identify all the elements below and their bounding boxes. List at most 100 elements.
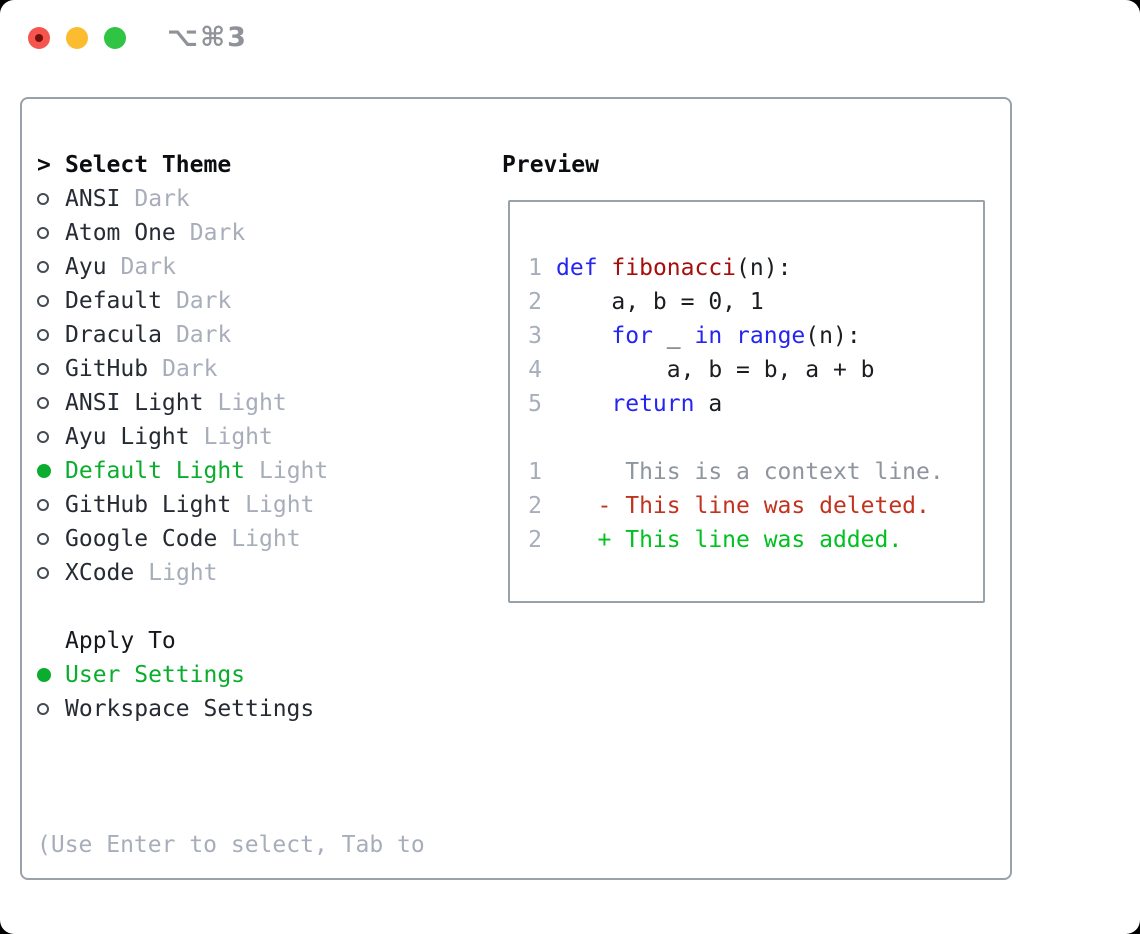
theme-name: Default [65,288,162,314]
theme-name: Ayu [65,254,107,280]
code-line: 1 def fibonacci(n): [528,251,983,285]
code-segment: for [611,323,653,349]
zoom-button[interactable] [104,27,126,49]
apply-option-label: User Settings [65,662,246,688]
spacer [37,590,425,624]
theme-variant-badge: Light [217,390,287,416]
apply-to-header: Apply To [37,624,425,658]
theme-name: ANSI [65,186,121,212]
theme-option[interactable]: Dracula Dark [37,318,425,352]
radio-icon [37,499,49,511]
theme-option[interactable]: Default Dark [37,284,425,318]
code-segment: return [611,391,695,417]
line-number: 5 [528,391,542,417]
code-segment: a, b = b, a + b [556,357,875,383]
theme-variant-badge: Dark [134,186,190,212]
theme-option[interactable]: ANSI Dark [37,182,425,216]
code-segment: fibonacci [611,255,737,281]
theme-list-header: > Select Theme [37,148,425,182]
code-segment [598,255,612,281]
window-title: ⌥⌘3 [167,22,248,53]
code-line: 2 a, b = 0, 1 [528,285,983,319]
code-segment [556,323,611,349]
theme-variant-badge: Light [203,424,273,450]
code-segment: (n): [805,323,861,349]
hint-line-2: change focus) [37,930,425,934]
code-segment: This is a context line. [556,459,944,485]
apply-option-label: Workspace Settings [65,696,315,722]
preview-title: Preview [502,152,599,178]
theme-name: Dracula [65,322,162,348]
line-number: 1 [528,255,542,281]
keyboard-hint: (Use Enter to select, Tab to change focu… [37,760,425,934]
radio-icon [37,227,49,239]
theme-option[interactable]: GitHub Dark [37,352,425,386]
radio-icon [37,329,49,341]
line-number: 2 [528,493,542,519]
theme-name: GitHub Light [65,492,232,518]
theme-list-title: Select Theme [65,152,232,178]
code-line: 4 a, b = b, a + b [528,353,983,387]
line-number: 3 [528,323,542,349]
focus-caret-icon: > [37,152,51,178]
code-segment [556,391,611,417]
code-segment: a [694,391,723,417]
apply-option[interactable]: Workspace Settings [37,692,425,726]
theme-variant-badge: Dark [162,356,218,382]
theme-variant-badge: Light [245,492,315,518]
theme-option[interactable]: Ayu Dark [37,250,425,284]
code-segment: def [556,255,598,281]
code-segment: a, b = 0, 1 [556,289,764,315]
theme-option[interactable]: Default Light Light [37,454,425,488]
theme-option[interactable]: GitHub Light Light [37,488,425,522]
radio-selected-icon [37,464,51,478]
radio-icon [37,567,49,579]
traffic-lights [28,27,126,49]
radio-icon [37,193,49,205]
theme-name: GitHub [65,356,149,382]
theme-variant-badge: Dark [175,322,232,348]
theme-name: Default Light [65,458,246,484]
close-button[interactable] [28,27,50,49]
diff-line: 1 This is a context line. [528,455,983,489]
theme-name: XCode [65,560,135,586]
code-segment: + This line was added. [556,527,903,553]
theme-variant-badge: Dark [120,254,176,280]
code-segment [722,323,736,349]
minimize-button[interactable] [66,27,88,49]
apply-option[interactable]: User Settings [37,658,425,692]
spacer [37,726,425,760]
code-line: 3 for _ in range(n): [528,319,983,353]
theme-variant-badge: Dark [175,288,232,314]
diff-line: 2 - This line was deleted. [528,489,983,523]
line-number: 2 [528,527,542,553]
radio-icon [37,363,49,375]
radio-icon [37,431,49,443]
radio-icon [37,397,49,409]
code-segment: _ [652,323,695,349]
titlebar: ⌥⌘3 [0,0,1140,76]
radio-icon [37,295,49,307]
blank-line [528,421,983,455]
line-number: 2 [528,289,542,315]
line-number: 4 [528,357,542,383]
radio-icon [37,261,49,273]
code-line: 5 return a [528,387,983,421]
code-segment: (n): [736,255,792,281]
radio-icon [37,533,49,545]
theme-variant-badge: Light [231,526,301,552]
apply-to-title: Apply To [65,628,176,654]
theme-variant-badge: Light [259,458,329,484]
diff-line: 2 + This line was added. [528,523,983,557]
